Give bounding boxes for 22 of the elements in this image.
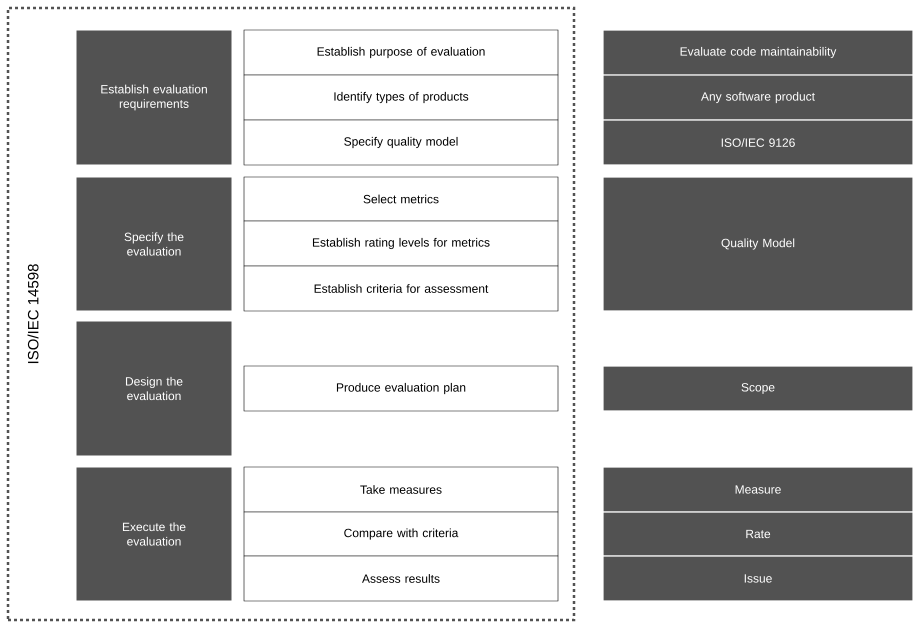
info-box: Scope: [602, 365, 913, 412]
info-box: Quality Model: [602, 176, 913, 312]
task-box: Select metrics: [244, 176, 558, 222]
phase-box: Design the evaluation: [76, 320, 232, 456]
task-box: Assess results: [244, 556, 558, 602]
phase-box: Execute the evaluation: [76, 466, 232, 602]
task-box: Produce evaluation plan: [244, 366, 558, 412]
task-box: Take measures: [244, 466, 558, 512]
task-box: Establish purpose of evaluation: [244, 30, 558, 76]
info-box: Issue: [602, 555, 913, 602]
task-box: Establish rating levels for metrics: [244, 220, 558, 266]
task-box: Compare with criteria: [244, 512, 558, 556]
info-box: ISO/IEC 9126: [602, 119, 913, 166]
task-box: Establish criteria for assessment: [244, 266, 558, 312]
info-box: Any software product: [602, 74, 913, 121]
info-box: Evaluate code maintainability: [602, 29, 913, 76]
info-box: Rate: [602, 511, 913, 557]
phase-box: Specify the evaluation: [76, 176, 232, 312]
task-box: Identify types of products: [244, 74, 558, 120]
phase-box: Establish evaluation requirements: [76, 30, 232, 166]
task-box: Specify quality model: [244, 120, 558, 166]
info-box: Measure: [602, 466, 913, 513]
